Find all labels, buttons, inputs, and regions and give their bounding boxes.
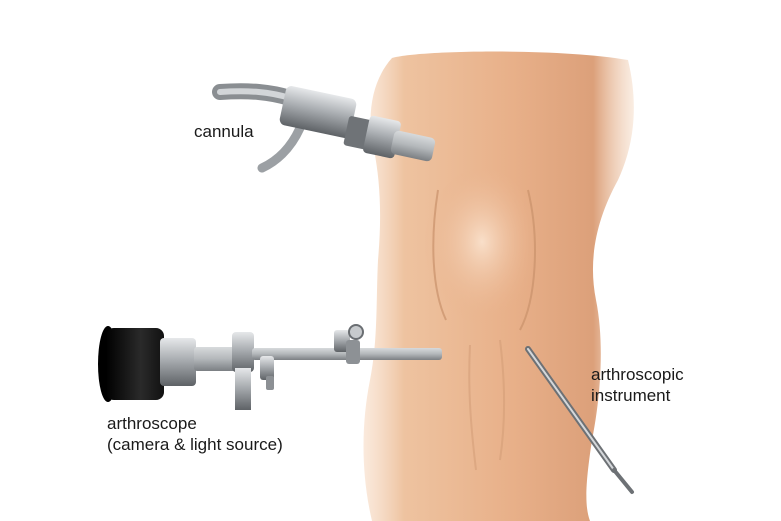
cannula-text: cannula [194,122,254,141]
label-arthroscopic-instrument: arthroscopic instrument [591,364,684,406]
cannula [279,86,436,162]
kneecap [424,168,540,332]
instrument-text-line2: instrument [591,386,671,405]
label-cannula: cannula [194,121,254,142]
arthroscope-subtext: (camera & light source) [107,435,283,454]
kneecap-contour [432,189,536,331]
tendon-shadow [468,339,506,471]
cannula-side-tube [257,123,305,173]
arthroscope [98,324,442,410]
arthroscope-text: arthroscope [107,414,197,433]
arthroscopic-instrument [525,346,634,494]
label-arthroscope: arthroscope (camera & light source) [107,413,283,455]
instrument-text-line1: arthroscopic [591,365,684,384]
